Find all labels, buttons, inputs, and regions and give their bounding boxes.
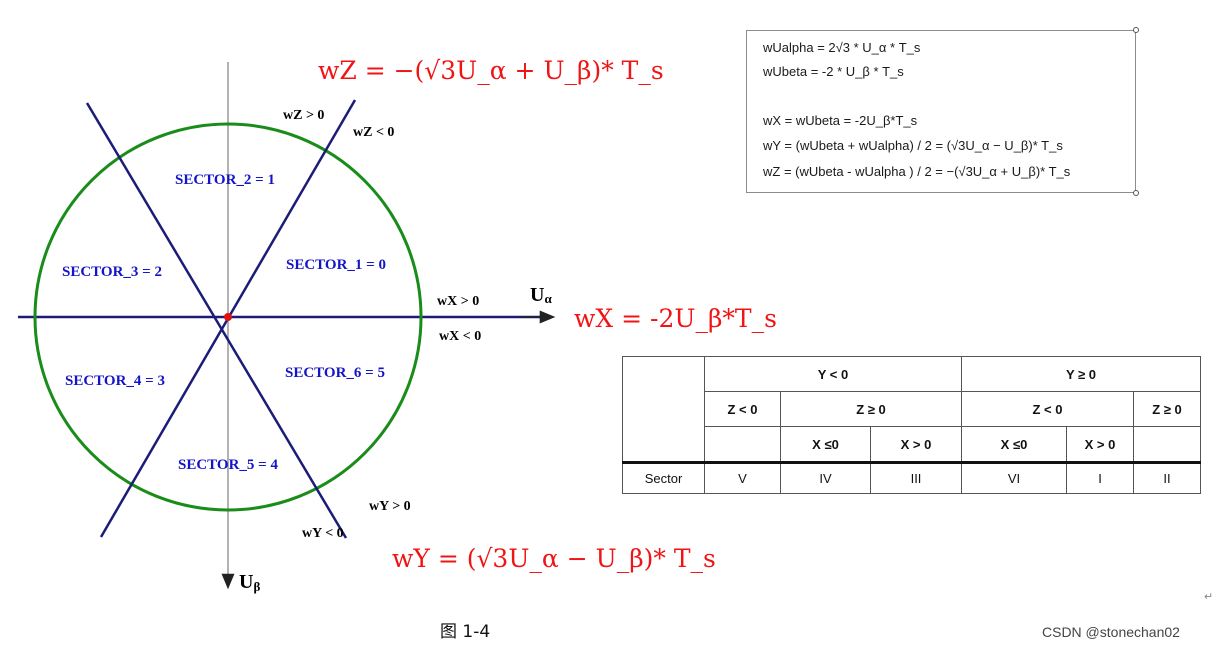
- x-le-header-b: X ≤0: [961, 426, 1067, 463]
- sector-2-label: SECTOR_2 = 1: [175, 172, 275, 188]
- csdn-watermark: CSDN @stonechan02: [1042, 624, 1180, 640]
- u-beta-label: Uβ: [239, 571, 260, 594]
- z-positive-header-b: Z ≥ 0: [1133, 391, 1201, 427]
- x-le-header-a: X ≤0: [780, 426, 871, 463]
- sector-6-label: SECTOR_6 = 5: [285, 365, 385, 381]
- x-gt-header-b: X > 0: [1066, 426, 1134, 463]
- u-alpha-label: Uα: [530, 284, 552, 306]
- wy-equation: wY = (√3U_α − U_β)* T_s: [392, 544, 716, 573]
- paragraph-mark-icon: ↵: [1204, 591, 1214, 603]
- sector-value-2: IV: [780, 461, 871, 494]
- y-negative-header: Y < 0: [704, 356, 962, 392]
- boundary-circle: [33, 122, 423, 512]
- sector-value-4: VI: [961, 461, 1067, 494]
- wz-line: wZ = (wUbeta - wUalpha ) / 2 = −(√3U_α +…: [763, 164, 1071, 179]
- wx-line: wX = wUbeta = -2U_β*T_s: [763, 113, 918, 128]
- wx-negative-label: wX < 0: [439, 329, 481, 344]
- resize-handle-bottom[interactable]: [1133, 190, 1139, 196]
- wy-negative-label: wY < 0: [302, 526, 344, 541]
- sector-value-3: III: [870, 461, 962, 494]
- sector-row-label: Sector: [622, 461, 705, 494]
- wualpha-line: wUalpha = 2√3 * U_α * T_s: [763, 40, 921, 55]
- wx-equation: wX = -2U_β*T_s: [574, 304, 777, 333]
- sector-table: Y < 0 Y ≥ 0 Z < 0 Z ≥ 0 Z < 0 Z ≥ 0 X ≤0…: [622, 356, 1201, 494]
- z-negative-header-a: Z < 0: [704, 391, 781, 427]
- sector-value-1: V: [704, 461, 781, 494]
- z-negative-header-b: Z < 0: [961, 391, 1134, 427]
- wx-positive-label: wX > 0: [437, 294, 479, 309]
- sector-3-label: SECTOR_3 = 2: [62, 264, 162, 280]
- wy-positive-label: wY > 0: [369, 499, 411, 514]
- sector-5-label: SECTOR_5 = 4: [178, 457, 278, 473]
- equation-text-box[interactable]: wUalpha = 2√3 * U_α * T_s wUbeta = -2 * …: [746, 30, 1136, 193]
- wz-negative-label: wZ < 0: [353, 125, 394, 140]
- origin-dot: [224, 313, 232, 321]
- empty-x-cell-b: [1133, 426, 1201, 463]
- y-positive-header: Y ≥ 0: [961, 356, 1201, 392]
- sector-value-6: II: [1133, 461, 1201, 494]
- sector-value-5: I: [1066, 461, 1134, 494]
- z-positive-header-a: Z ≥ 0: [780, 391, 962, 427]
- sector-4-label: SECTOR_4 = 3: [65, 373, 165, 389]
- sector-1-label: SECTOR_1 = 0: [286, 257, 386, 273]
- wz-positive-label: wZ > 0: [283, 108, 324, 123]
- wy-line: wY = (wUbeta + wUalpha) / 2 = (√3U_α − U…: [763, 138, 1063, 153]
- table-corner-cell: [622, 356, 705, 463]
- sector-line-a: [85, 102, 348, 539]
- figure-caption: 图 1-4: [440, 622, 491, 642]
- wubeta-line: wUbeta = -2 * U_β * T_s: [763, 64, 904, 79]
- empty-x-cell-a: [704, 426, 781, 463]
- wz-equation: wZ = −(√3U_α + U_β)* T_s: [318, 56, 664, 85]
- resize-handle-top[interactable]: [1133, 27, 1139, 33]
- x-gt-header-a: X > 0: [870, 426, 962, 463]
